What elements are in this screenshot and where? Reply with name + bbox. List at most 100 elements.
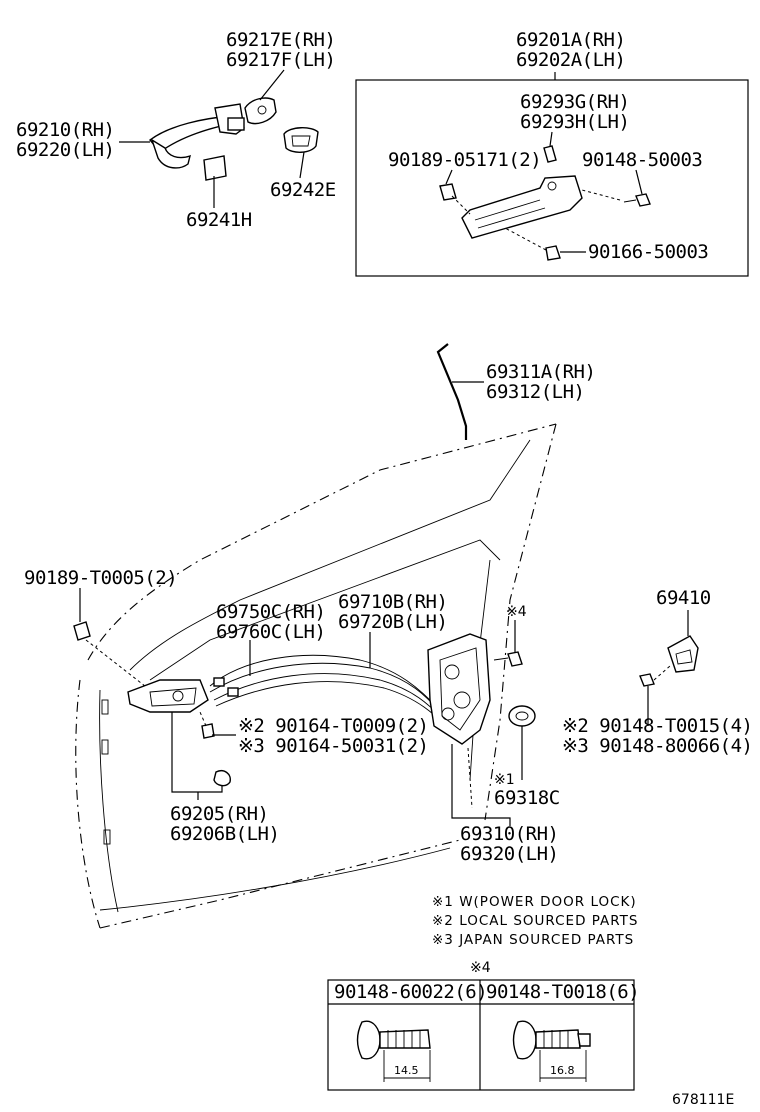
door-bottom-line bbox=[99, 839, 461, 929]
notes: ※1 W(POWER DOOR LOCK) ※2 LOCAL SOURCED P… bbox=[432, 894, 639, 948]
label-69205-rh: 69205(RH) bbox=[170, 803, 268, 825]
label-90164-local: ※2 90164-T0009(2) bbox=[238, 715, 428, 737]
screw-60022-head bbox=[356, 1020, 381, 1060]
label-69201-lh: 69202A(LH) bbox=[516, 49, 625, 71]
note-local-sourced: ※2 LOCAL SOURCED PARTS bbox=[432, 913, 639, 929]
label-69318: 69318C bbox=[494, 787, 560, 809]
label-69217-lh: 69217F(LH) bbox=[226, 49, 335, 71]
leader-90148a bbox=[635, 169, 643, 195]
screw-t0018-tip bbox=[577, 1033, 591, 1047]
striker-part bbox=[667, 635, 699, 673]
table-border bbox=[327, 979, 635, 1091]
frame-box-border bbox=[355, 79, 749, 277]
label-mark1: ※1 bbox=[494, 772, 515, 788]
bolt-90189b bbox=[73, 621, 91, 641]
leader-69205 bbox=[171, 712, 223, 793]
cable-end-2 bbox=[227, 687, 239, 697]
label-69241: 69241H bbox=[186, 209, 252, 231]
door-lock-part bbox=[427, 633, 491, 745]
screw-90164 bbox=[201, 723, 215, 739]
cable-69710 bbox=[213, 673, 445, 721]
label-69750-rh: 69750C(RH) bbox=[216, 601, 325, 623]
note-power-door-lock: ※1 W(POWER DOOR LOCK) bbox=[432, 894, 637, 910]
label-69242: 69242E bbox=[270, 179, 336, 201]
leader-90189a bbox=[445, 169, 453, 185]
door-rear-line bbox=[484, 423, 557, 821]
door-window-frame bbox=[149, 539, 501, 681]
leader-69217 bbox=[259, 69, 285, 101]
screw-star4-shank bbox=[493, 657, 509, 661]
door-lock-inner bbox=[439, 647, 481, 731]
outside-handle-group bbox=[119, 69, 319, 208]
grommet-69318 bbox=[508, 705, 536, 727]
label-90166: 90166-50003 bbox=[588, 241, 708, 263]
inside-handle-pivot bbox=[172, 690, 184, 702]
dim-60022-value: 14.5 bbox=[394, 1064, 419, 1077]
label-69205-lh: 69206B(LH) bbox=[170, 823, 279, 845]
inside-handle-lever bbox=[149, 687, 197, 707]
screw-90166 bbox=[545, 245, 561, 261]
cable-69750 bbox=[209, 654, 437, 707]
handle-clip bbox=[227, 117, 245, 131]
cable-end-1 bbox=[213, 677, 225, 687]
handle-frame-box bbox=[355, 72, 749, 277]
table-header-t0018: 90148-T0018(6) bbox=[486, 981, 639, 1003]
screw-90166-axis bbox=[504, 227, 547, 251]
cables-group bbox=[209, 632, 447, 727]
label-69210-lh: 69220(LH) bbox=[16, 139, 114, 161]
label-90148b-japan: ※3 90148-80066(4) bbox=[562, 735, 752, 757]
door-hole-3 bbox=[103, 829, 111, 845]
label-90164-japan: ※3 90164-50031(2) bbox=[238, 735, 428, 757]
striker-group bbox=[639, 610, 699, 726]
cable-69750-b bbox=[209, 662, 441, 713]
screw-t0018-head bbox=[512, 1020, 537, 1060]
label-69293-rh: 69293G(RH) bbox=[520, 91, 629, 113]
handle-cap-part bbox=[244, 97, 277, 125]
screw-90148a-shank bbox=[623, 199, 637, 203]
screw-90148b bbox=[639, 673, 655, 687]
inside-handle-clip bbox=[213, 770, 231, 787]
outside-handle-frame bbox=[150, 138, 191, 169]
note-japan-sourced: ※3 JAPAN SOURCED PARTS bbox=[432, 932, 634, 948]
fastener-table: ※4 90148-60022(6) 90148-T0018(6) 14.5 16… bbox=[327, 960, 640, 1091]
label-69311-lh: 69312(LH) bbox=[486, 381, 584, 403]
labels: 69217E(RH) 69217F(LH) 69201A(RH) 69202A(… bbox=[16, 29, 753, 865]
label-69210-rh: 69210(RH) bbox=[16, 119, 114, 141]
handle-pad-part bbox=[283, 127, 319, 153]
label-90189a: 90189-05171(2) bbox=[388, 149, 541, 171]
lock-rod-part bbox=[436, 343, 468, 440]
screw-90148b-axis bbox=[653, 665, 671, 681]
label-mark4-door: ※4 bbox=[506, 604, 527, 620]
door-hole-2 bbox=[101, 739, 109, 755]
screw-star4 bbox=[507, 651, 523, 667]
handle-frame-part bbox=[461, 175, 583, 239]
screw-90148a bbox=[635, 193, 651, 207]
screw-90148a-axis bbox=[581, 189, 621, 201]
door-inner-bottom bbox=[99, 847, 451, 911]
lock-rod-group bbox=[436, 343, 484, 440]
label-69201-rh: 69201A(RH) bbox=[516, 29, 625, 51]
frame-ribs bbox=[474, 199, 546, 229]
label-69750-lh: 69760C(LH) bbox=[216, 621, 325, 643]
dim-t0018-value: 16.8 bbox=[550, 1064, 575, 1077]
door-hole-1 bbox=[101, 699, 109, 715]
handle-pad-inner bbox=[291, 135, 311, 147]
leader-69310 bbox=[451, 744, 511, 826]
frame-clip-part bbox=[543, 145, 557, 163]
label-69293-lh: 69293H(LH) bbox=[520, 111, 629, 133]
door-lock-gear-1 bbox=[444, 664, 460, 680]
striker-loop bbox=[675, 649, 693, 665]
bolt-90189a-axis bbox=[451, 195, 471, 215]
label-69310-rh: 69310(RH) bbox=[460, 823, 558, 845]
label-69710-rh: 69710B(RH) bbox=[338, 591, 447, 613]
door-front-line bbox=[75, 679, 101, 929]
inside-handle-group bbox=[127, 679, 236, 800]
handle-cap-hole bbox=[257, 105, 267, 115]
bolt-90189b-axis bbox=[85, 639, 151, 691]
door-inner-top bbox=[129, 439, 531, 671]
label-90148b-local: ※2 90148-T0015(4) bbox=[562, 715, 752, 737]
cable-69710-b bbox=[215, 681, 447, 727]
handle-gasket-part bbox=[203, 155, 227, 181]
diagram-ref-number: 678111E bbox=[672, 1092, 734, 1108]
